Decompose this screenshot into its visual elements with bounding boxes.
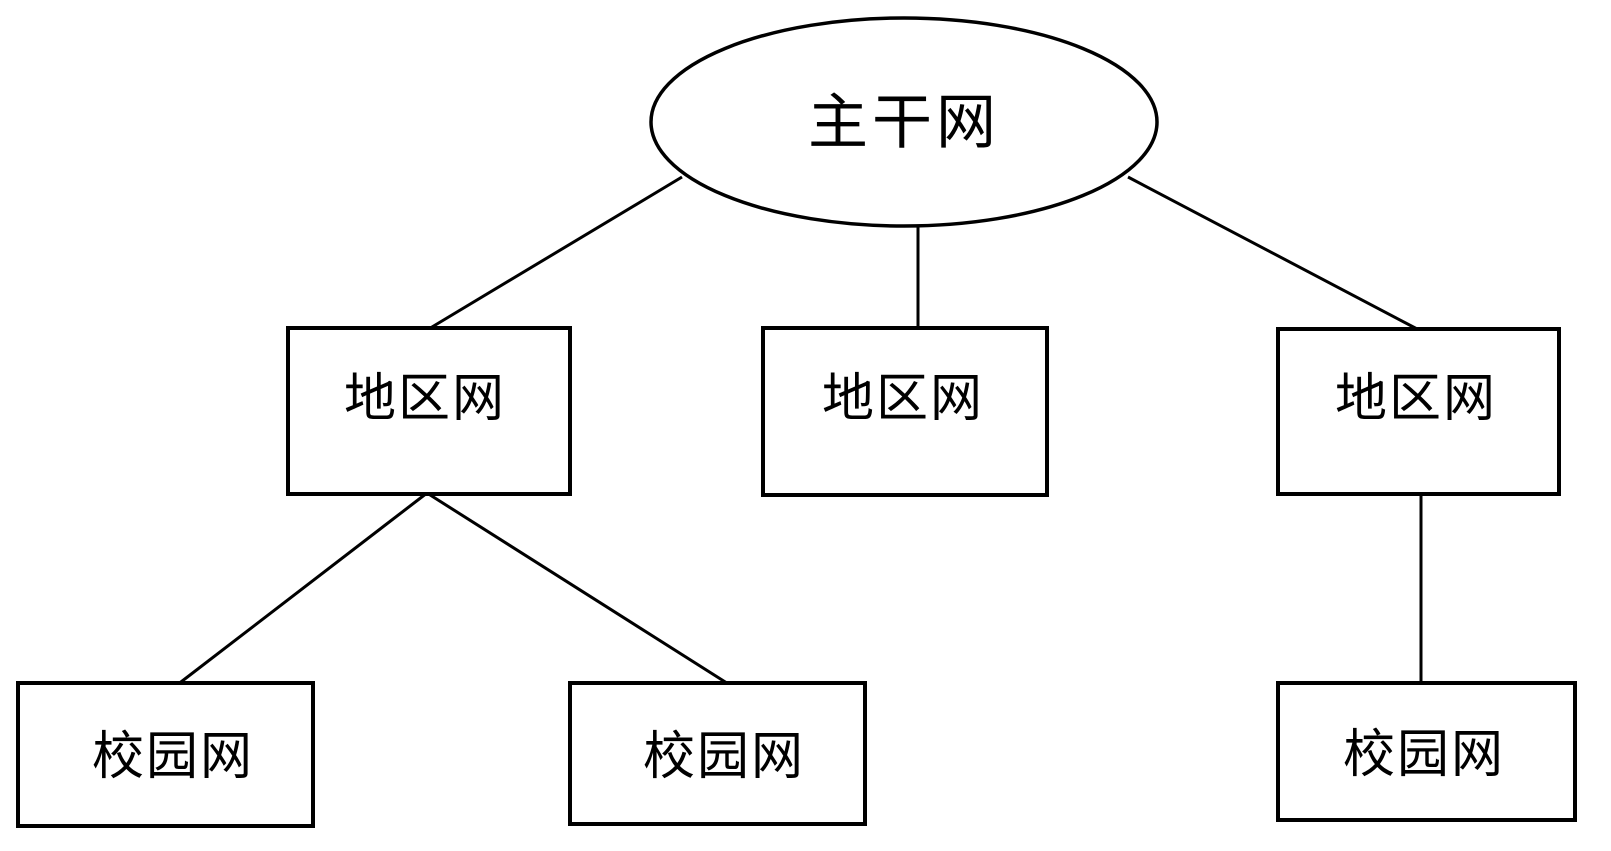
node-region-center: 地区网 xyxy=(761,326,1049,497)
campus-center-label: 校园网 xyxy=(643,729,805,786)
node-campus-center: 校园网 xyxy=(568,681,867,826)
edge-region-left-to-campus-center xyxy=(426,491,731,687)
node-region-left: 地区网 xyxy=(286,326,572,496)
region-center-box xyxy=(761,326,1049,497)
region-right-label: 地区网 xyxy=(1335,371,1497,428)
campus-center-box xyxy=(568,681,867,826)
region-center-label: 地区网 xyxy=(822,371,984,428)
edge-backbone-to-region-left xyxy=(426,175,683,332)
node-backbone: 主干网 xyxy=(649,16,1159,228)
edge-region-left-to-campus-left xyxy=(176,491,428,687)
campus-left-box xyxy=(16,681,315,828)
region-left-label: 地区网 xyxy=(344,371,506,428)
campus-right-box xyxy=(1276,681,1577,822)
campus-left-label: 校园网 xyxy=(92,729,254,786)
node-campus-left: 校园网 xyxy=(16,681,315,828)
backbone-label: 主干网 xyxy=(808,90,1000,156)
edge-backbone-to-region-right xyxy=(1127,175,1422,333)
campus-right-label: 校园网 xyxy=(1343,727,1505,784)
backbone-ellipse xyxy=(649,16,1159,228)
node-region-right: 地区网 xyxy=(1276,327,1561,496)
region-left-box xyxy=(286,326,572,496)
region-right-box xyxy=(1276,327,1561,496)
node-campus-right: 校园网 xyxy=(1276,681,1577,822)
